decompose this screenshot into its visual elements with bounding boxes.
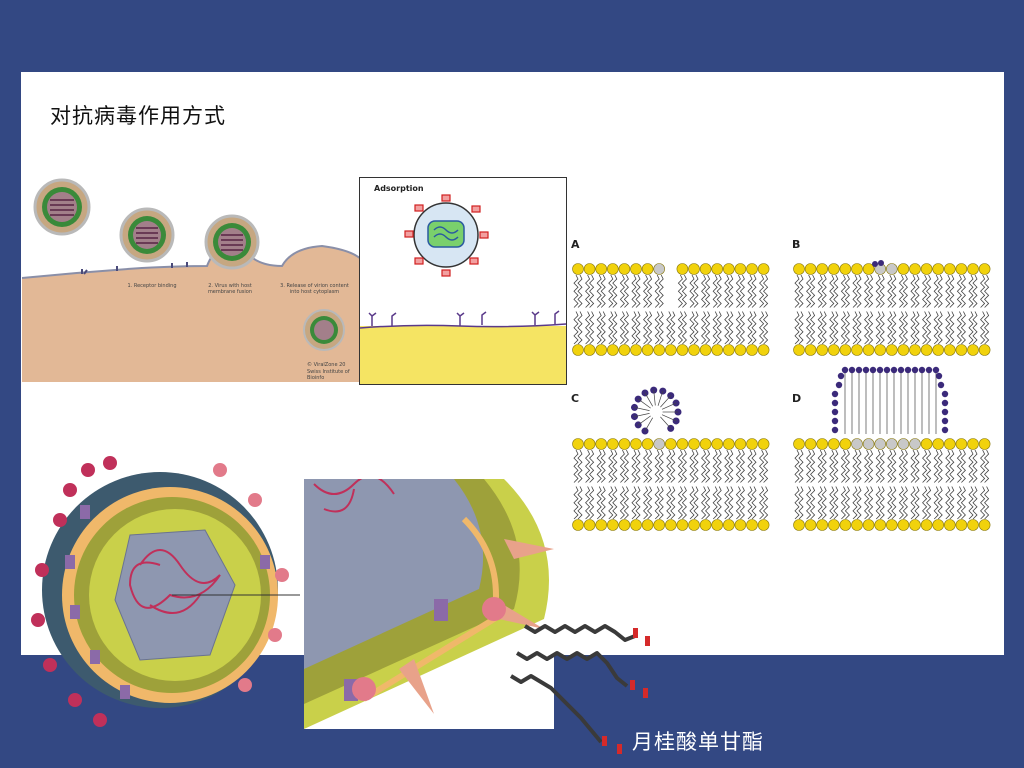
adsorption-panel: Adsorption bbox=[359, 177, 567, 385]
credit-line-2: Swiss Institute of Bioinfo bbox=[307, 369, 350, 381]
panel-label-b: B bbox=[792, 238, 801, 251]
panel-label-a: A bbox=[571, 238, 580, 251]
membrane-panel-b bbox=[793, 260, 991, 356]
virus-closeup bbox=[304, 475, 554, 729]
membrane-panel-c bbox=[572, 386, 770, 531]
step-1-label: 1. Receptor binding bbox=[127, 283, 177, 289]
membrane-panel-d bbox=[793, 366, 991, 531]
slide-title: 对抗病毒作用方式 bbox=[50, 104, 226, 128]
credit-line-1: © ViralZone 20 bbox=[307, 362, 346, 368]
adsorption-title: Adsorption bbox=[374, 184, 424, 193]
panel-label-c: C bbox=[571, 392, 580, 405]
step-2-label: 2. Virus with host membrane fusion bbox=[207, 283, 253, 295]
virus-entry-diagram: 1. Receptor binding 2. Virus with host m… bbox=[21, 170, 363, 382]
monolaurin-structure bbox=[505, 618, 670, 763]
step-3-label: 3. Release of virion content into host c… bbox=[280, 283, 349, 295]
slide-caption: 月桂酸单甘酯 bbox=[632, 730, 764, 754]
panel-label-d: D bbox=[792, 392, 802, 405]
membrane-panel-a bbox=[572, 263, 770, 356]
virus-cross-section bbox=[20, 445, 305, 745]
